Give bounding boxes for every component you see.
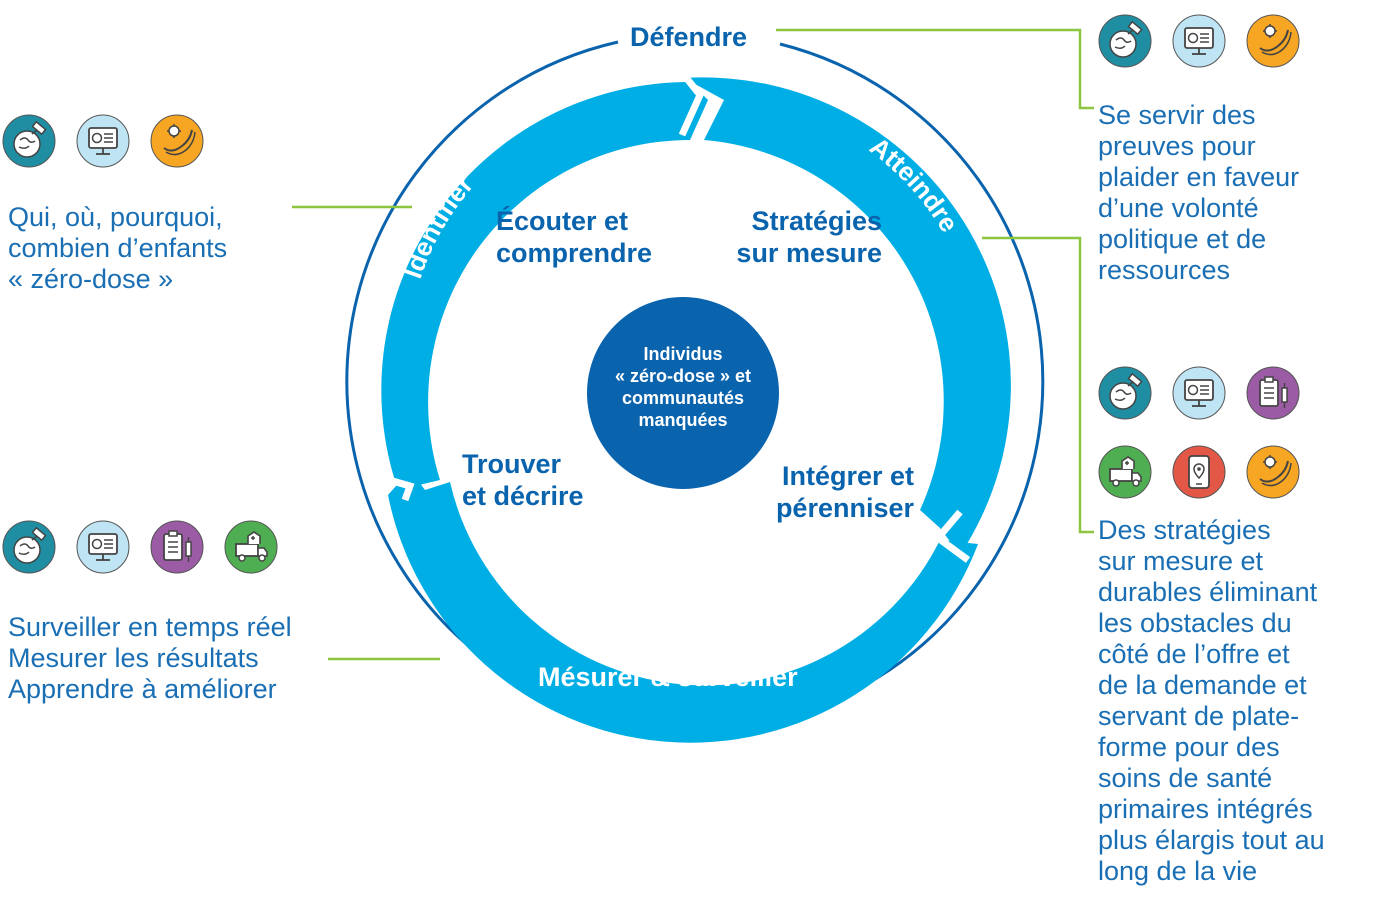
annotation-defend: Se servir des preuves pour plaider en fa… — [1098, 100, 1300, 285]
annotation-measure: Surveiller en temps réel Mesurer les rés… — [8, 612, 292, 704]
leader-lines — [292, 28, 1094, 661]
center-disc — [587, 297, 779, 489]
icons-reach-row1 — [1098, 366, 1320, 420]
geospatial-icon — [2, 114, 56, 168]
virus-icon — [150, 114, 204, 168]
inner-label-strategies: Stratégies sur mesure — [736, 206, 882, 268]
virus-icon — [1246, 445, 1300, 499]
inner-label-listen: Écouter et comprendre — [496, 206, 653, 268]
icons-defend — [1098, 14, 1320, 68]
icons-reach-row2 — [1098, 445, 1320, 499]
inner-label-find: Trouver et décrire — [462, 449, 584, 511]
mobile-location-icon — [1172, 445, 1226, 499]
icons-measure — [2, 520, 298, 574]
clipboard-vaccine-icon — [150, 520, 204, 574]
data-dashboard-icon — [1172, 14, 1226, 68]
data-dashboard-icon — [76, 520, 130, 574]
geospatial-icon — [2, 520, 56, 574]
defend-title: Défendre — [624, 22, 754, 53]
data-dashboard-icon — [1172, 366, 1226, 420]
annotation-reach: Des stratégies sur mesure et durables él… — [1098, 515, 1325, 886]
inner-label-integrate: Intégrer et pérenniser — [775, 461, 914, 523]
geospatial-icon — [1098, 14, 1152, 68]
clipboard-vaccine-icon — [1246, 366, 1300, 420]
ring-segment-reach — [684, 77, 1011, 556]
icons-identify — [2, 114, 224, 168]
annotation-identify: Qui, où, pourquoi, combien d’enfants « z… — [8, 202, 228, 294]
ring-label-measure: Mésurer & surveiller — [538, 662, 798, 692]
ring-segment-identify — [381, 81, 708, 491]
mobile-outreach-truck-icon — [1098, 445, 1152, 499]
data-dashboard-icon — [76, 114, 130, 168]
mobile-outreach-truck-icon — [224, 520, 278, 574]
ring-segment-measure — [388, 470, 978, 743]
center-text: Individus « zéro-dose » et communautés m… — [614, 344, 752, 430]
geospatial-icon — [1098, 366, 1152, 420]
virus-icon — [1246, 14, 1300, 68]
